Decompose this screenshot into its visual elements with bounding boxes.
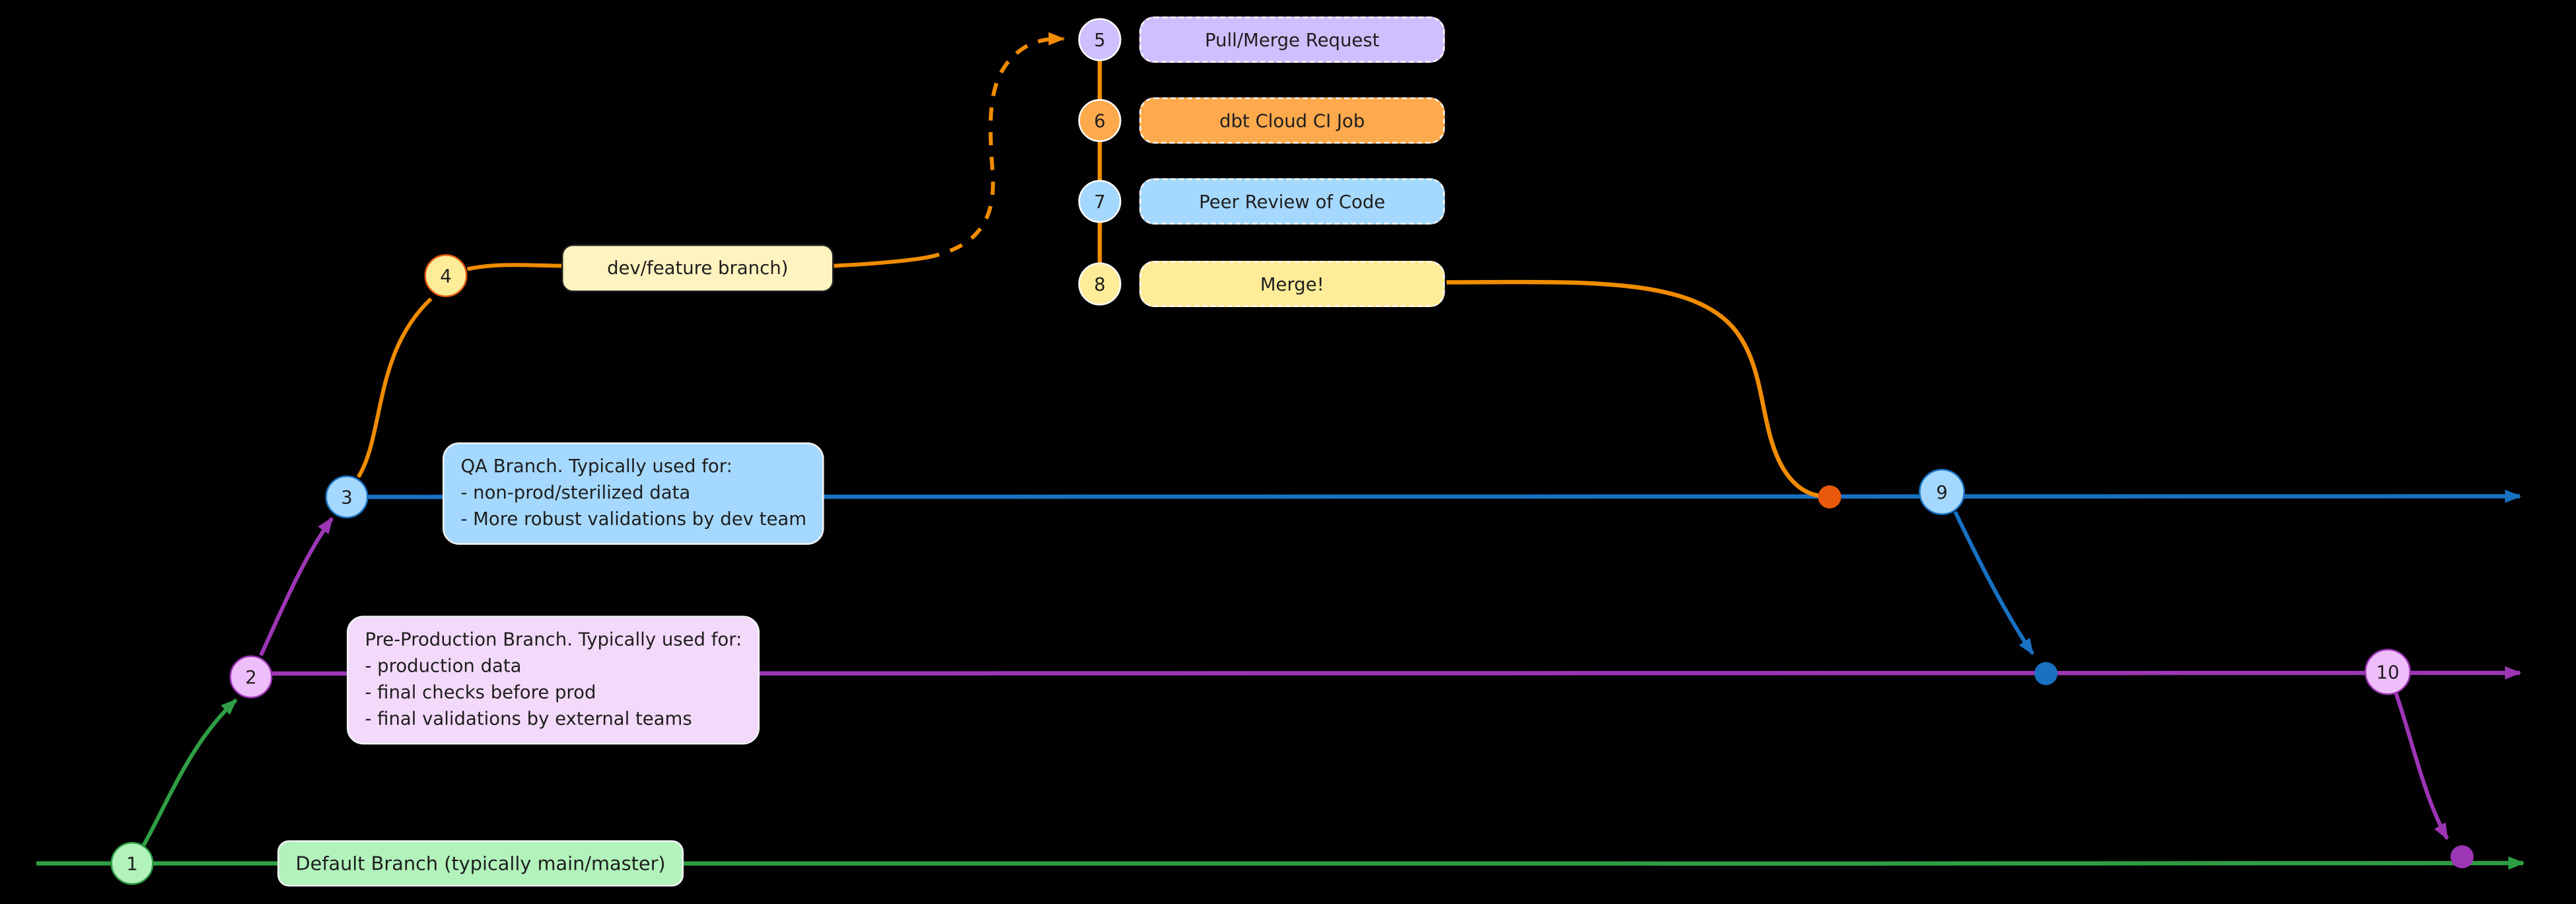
preprod-branch-bullet: - final validations by external teams (365, 708, 692, 730)
merge-dot-blue (2034, 662, 2057, 685)
merge-curve-10-to-default (2394, 693, 2449, 841)
commit-node-9: 9 (1919, 469, 1965, 515)
preprod-branch-title: Pre-Production Branch. Typically used fo… (365, 629, 742, 651)
step-node-6: 6 (1078, 99, 1122, 142)
step-label-pull-merge-request: Pull/Merge Request (1139, 17, 1445, 63)
commit-curve-2-to-3 (259, 516, 334, 656)
step-label-dbt-cloud-ci-job: dbt Cloud CI Job (1139, 97, 1445, 144)
qa-branch-title: QA Branch. Typically used for: (460, 456, 733, 477)
commit-node-3: 3 (325, 475, 369, 518)
commit-curve-1-to-2 (141, 698, 238, 847)
dev-line-label-out (834, 256, 927, 268)
merge-curve-9-to-preprod (1953, 510, 2034, 656)
commit-node-10: 10 (2365, 648, 2411, 695)
commit-node-1: 1 (110, 842, 154, 885)
step-label-peer-review: Peer Review of Code (1139, 178, 1445, 225)
merge-dot-orange (1818, 485, 1842, 508)
qa-branch-bullet: - More robust validations by dev team (460, 508, 807, 530)
preprod-branch-bullet: - final checks before prod (365, 681, 596, 703)
step-label-merge: Merge! (1139, 261, 1445, 307)
dev-dashed-curve-to-5 (925, 32, 1065, 260)
preprod-branch-label: Pre-Production Branch. Typically used fo… (347, 615, 760, 744)
commit-curve-3-to-4 (356, 297, 433, 479)
step-node-7: 7 (1078, 180, 1122, 223)
merge-dot-purple (2451, 845, 2474, 868)
commit-node-2: 2 (229, 655, 273, 699)
qa-branch-bullet: - non-prod/sterilized data (460, 481, 691, 504)
dev-feature-branch-label: dev/feature branch) (561, 244, 834, 293)
dev-line-4-to-label (466, 263, 563, 271)
step-node-5: 5 (1078, 18, 1122, 61)
qa-branch-label: QA Branch. Typically used for: - non-pro… (443, 442, 825, 545)
merge-curve-8-to-qa (1446, 279, 1824, 499)
commit-node-4: 4 (424, 254, 468, 297)
default-branch-label: Default Branch (typically main/master) (277, 840, 684, 887)
preprod-branch-bullet: - production data (365, 655, 522, 677)
step-node-8: 8 (1078, 262, 1122, 306)
